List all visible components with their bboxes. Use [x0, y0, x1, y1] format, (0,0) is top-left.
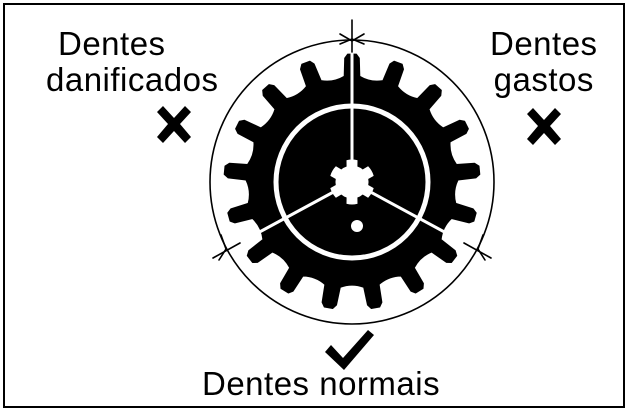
damaged-teeth-label: Dentes danificados: [46, 26, 218, 98]
spoke-line-right: [350, 180, 476, 250]
worn-teeth-label: Dentes gastos: [490, 26, 598, 98]
check-mark-icon: [325, 330, 374, 370]
spoke-lines: [228, 38, 476, 250]
cross-mark-icon: [157, 106, 191, 143]
tick-top: [339, 33, 365, 42]
cross-mark-icon: [527, 108, 561, 145]
normal-teeth-label: Dentes normais: [202, 365, 441, 402]
small-hole: [351, 220, 363, 232]
extension-line-left: [212, 242, 241, 259]
damaged-teeth-label-line2: danificados: [46, 61, 219, 98]
worn-teeth-label-line1: Dentes: [490, 25, 598, 62]
tick-right: [477, 234, 486, 261]
tick-top-2: [339, 38, 365, 45]
extension-line-right: [463, 242, 492, 259]
worn-teeth-label-line2: gastos: [493, 61, 594, 98]
damaged-teeth-label-line1: Dentes: [58, 25, 166, 62]
tick-marks: [218, 33, 486, 261]
extension-lines: [212, 19, 492, 259]
spoke-line-left: [228, 180, 354, 250]
tick-left: [218, 234, 227, 261]
